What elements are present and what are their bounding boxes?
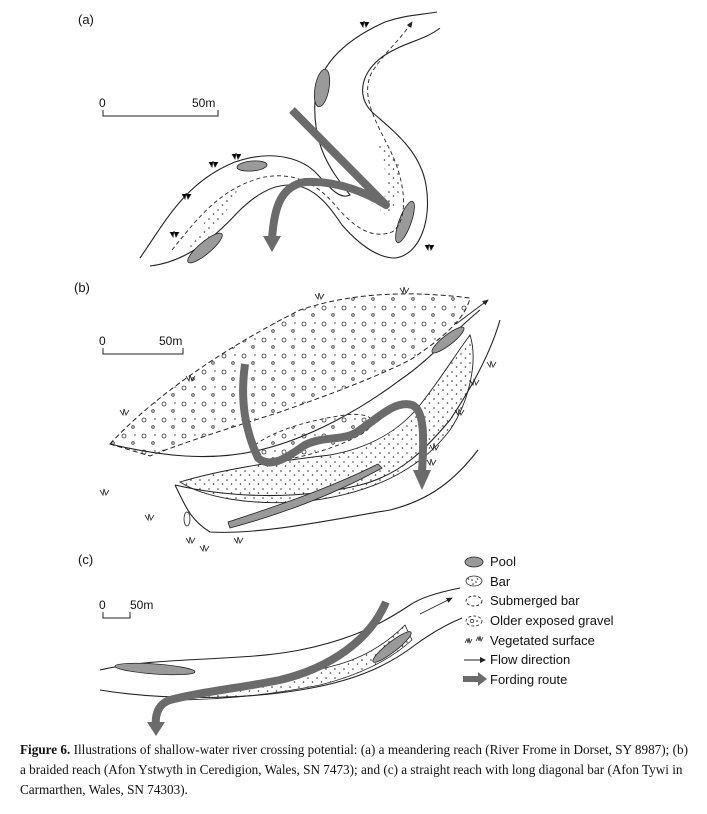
braided-fording-route <box>239 363 428 473</box>
legend-label: Bar <box>490 573 511 589</box>
bar-icon <box>465 575 483 587</box>
braided-pool <box>183 511 191 527</box>
legend-label: Vegetated surface <box>490 632 595 648</box>
straight-fording-route <box>151 600 390 726</box>
pool-icon <box>464 556 484 568</box>
meander-vegetation <box>169 20 435 252</box>
straight-fording-arrowhead <box>147 722 165 736</box>
braided-far-bank <box>174 449 479 533</box>
straight-pool <box>114 662 196 676</box>
braided-pool <box>227 463 383 529</box>
scale-b-end: 50m <box>159 334 183 348</box>
meander-pool <box>313 68 331 108</box>
figure-caption: Figure 6. Illustrations of shallow-water… <box>20 740 692 800</box>
straight-upper-bank <box>99 587 461 671</box>
legend-item-bar: Bar <box>462 572 682 592</box>
legend-item-fording-route: Fording route <box>462 670 682 690</box>
braided-gravel-surface <box>109 293 471 457</box>
scale-a-zero: 0 <box>99 96 106 110</box>
scale-bar-a <box>102 110 219 117</box>
panel-c-straight <box>99 587 463 736</box>
scale-c-zero: 0 <box>99 598 106 612</box>
scale-bar-c <box>102 612 131 619</box>
meander-right-bank <box>149 27 441 267</box>
panel-c-label: (c) <box>78 552 94 567</box>
fording-route-icon <box>463 672 487 687</box>
legend-label: Fording route <box>490 671 568 687</box>
legend-item-flow-direction: Flow direction <box>462 650 682 670</box>
gravel-icon <box>465 615 483 626</box>
caption-label: Figure 6. <box>20 742 71 757</box>
scale-bar-b <box>102 348 184 355</box>
scale-b-zero: 0 <box>99 334 106 348</box>
panel-a-label: (a) <box>78 12 94 27</box>
braided-flow-arrow <box>455 299 489 325</box>
scale-c-end: 50m <box>130 598 154 612</box>
legend-label: Submerged bar <box>490 593 580 609</box>
braided-fording-arrowhead <box>413 470 431 490</box>
vegetation-icon <box>464 636 484 645</box>
legend-label: Flow direction <box>490 652 571 668</box>
meander-fording-arrowhead <box>263 236 281 252</box>
braided-vegetation <box>99 286 497 553</box>
meander-left-bank <box>139 11 438 259</box>
meander-pool <box>395 200 415 244</box>
panel-b-braided <box>99 286 501 553</box>
panel-a-meander <box>139 11 441 267</box>
meander-point-bar <box>185 185 240 255</box>
meander-pool <box>236 160 268 172</box>
caption-text: Illustrations of shallow-water river cro… <box>20 742 688 797</box>
legend-item-submerged-bar: Submerged bar <box>462 591 682 611</box>
braided-pool <box>431 326 465 354</box>
meander-fording-route <box>268 107 390 241</box>
legend-label: Older exposed gravel <box>490 613 614 629</box>
submerged-bar-icon <box>465 595 483 607</box>
legend: Pool Bar Submerged bar Older exposed gra… <box>462 552 682 689</box>
legend-item-pool: Pool <box>462 552 682 572</box>
scale-a-end: 50m <box>192 96 216 110</box>
straight-pool <box>372 631 412 663</box>
panel-b-label: (b) <box>74 280 90 295</box>
flow-arrow-icon <box>464 656 486 663</box>
legend-item-older-gravel: Older exposed gravel <box>462 611 682 631</box>
straight-flow-arrow <box>419 597 453 615</box>
legend-item-vegetation: Vegetated surface <box>462 630 682 650</box>
meander-pool <box>187 232 223 264</box>
river-crossing-figure <box>99 11 501 736</box>
meander-point-bar-2 <box>375 138 402 215</box>
meander-flow-line <box>171 21 413 251</box>
legend-label: Pool <box>490 554 517 570</box>
